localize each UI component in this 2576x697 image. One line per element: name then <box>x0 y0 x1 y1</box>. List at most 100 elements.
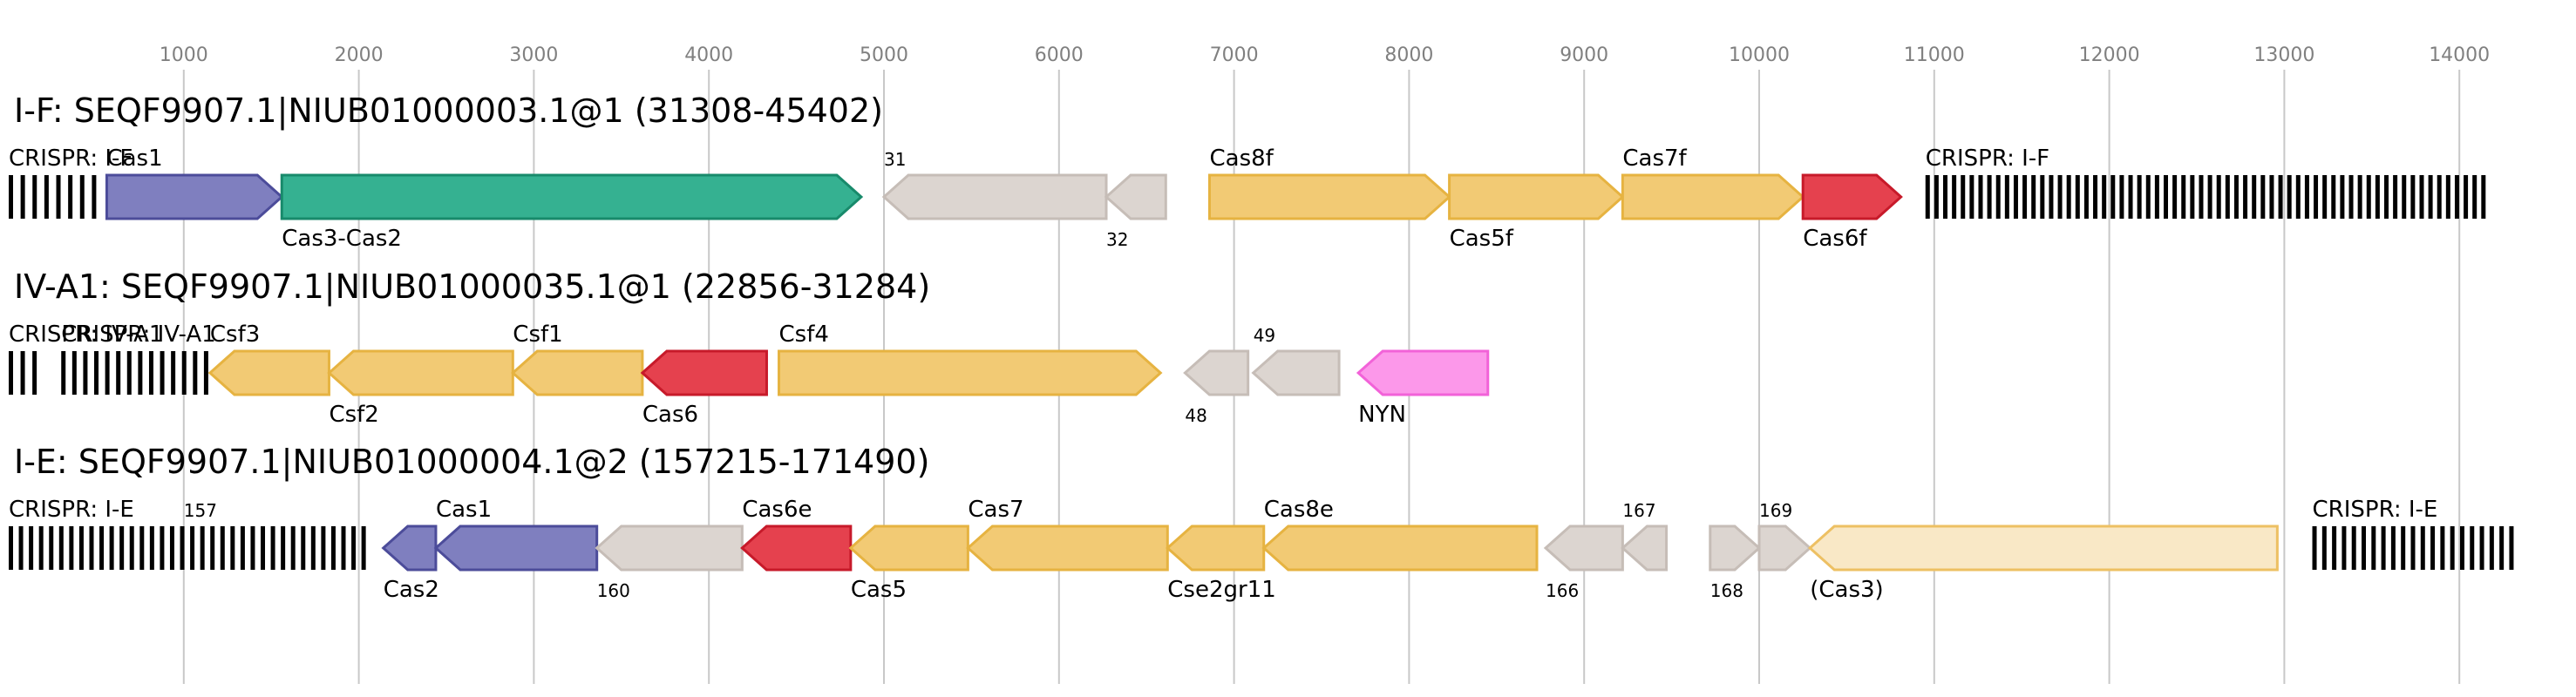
crispr-repeat <box>92 175 97 219</box>
gene-arrow <box>105 173 284 220</box>
gene: 48 <box>1183 349 1250 426</box>
crispr-repeat <box>2472 175 2477 219</box>
crispr-repeat <box>240 526 245 570</box>
crispr-repeat <box>2464 175 2469 219</box>
gene-arrow <box>207 349 330 396</box>
crispr-repeat <box>2128 175 2133 219</box>
crispr-repeat <box>160 526 165 570</box>
crispr-repeat <box>2351 526 2356 570</box>
crispr-repeat <box>2420 526 2425 570</box>
crispr-label: CRISPR: I-F <box>9 145 133 172</box>
crispr-repeat <box>1995 175 2001 219</box>
crispr-repeat <box>2410 526 2416 570</box>
crispr-repeat <box>200 526 205 570</box>
crispr-repeat <box>2110 175 2116 219</box>
crispr-repeat <box>2304 175 2309 219</box>
crispr-repeat <box>126 351 132 395</box>
crispr-repeat <box>149 526 154 570</box>
gene-arrow <box>1807 524 2279 572</box>
crispr-repeat <box>2181 175 2186 219</box>
track-2-title: IV-A1: SEQF9907.1|NIUB01000035.1@1 (2285… <box>14 267 930 307</box>
crispr-repeat <box>2314 175 2319 219</box>
gene-label: Cas6 <box>642 402 698 428</box>
crispr-repeat <box>2137 175 2142 219</box>
crispr-array: CRISPR: I-F <box>1925 145 2486 219</box>
gene: Cas8e <box>1261 497 1539 572</box>
crispr-repeat <box>230 526 235 570</box>
axis-tick-label: 3000 <box>509 44 558 66</box>
axis-tick-label: 14000 <box>2429 44 2490 66</box>
gene: 168 <box>1709 524 1762 601</box>
gene-label: Cas5 <box>851 577 907 603</box>
gene: Cas1 <box>433 497 599 572</box>
crispr-repeat <box>250 526 255 570</box>
gene-arrow <box>1261 524 1539 572</box>
gene: Cas6f <box>1801 173 1903 252</box>
crispr-label: CRISPR: I-E <box>9 497 134 523</box>
crispr-repeat <box>109 526 114 570</box>
gene-arrow <box>1104 173 1167 220</box>
crispr-repeat <box>2322 175 2328 219</box>
crispr-repeat <box>29 526 34 570</box>
gene: Cse2gr11 <box>1166 524 1276 603</box>
crispr-repeat <box>2428 175 2433 219</box>
crispr-repeat <box>2049 175 2054 219</box>
crispr-array: CRISPR: IV-A1 <box>61 321 216 395</box>
axis-tick-label: 9000 <box>1560 44 1608 66</box>
crispr-repeat <box>1987 175 1992 219</box>
gene: 157 <box>184 500 217 521</box>
crispr-repeat <box>171 351 176 395</box>
gene-arrow <box>848 524 969 572</box>
crispr-repeat <box>2145 175 2151 219</box>
crispr-repeat <box>2366 175 2371 219</box>
gene-arrow <box>881 173 1108 220</box>
crispr-repeat <box>193 351 198 395</box>
axis-tick-label: 4000 <box>684 44 733 66</box>
crispr-repeat <box>2479 526 2484 570</box>
gene-arrow <box>595 524 744 572</box>
gene-label: 166 <box>1546 580 1579 601</box>
crispr-repeat <box>2357 175 2362 219</box>
crispr-repeat <box>2075 175 2080 219</box>
crispr-repeat <box>89 526 94 570</box>
crispr-repeat <box>261 526 266 570</box>
gene: Cas7f <box>1621 145 1805 220</box>
crispr-repeat <box>32 351 37 395</box>
crispr-repeat <box>2287 175 2292 219</box>
crispr-repeat <box>341 526 346 570</box>
crispr-repeat <box>139 526 145 570</box>
crispr-repeat <box>2004 175 2009 219</box>
crispr-repeat <box>220 526 225 570</box>
crispr-repeat <box>2031 175 2036 219</box>
gene-label: 31 <box>884 149 906 170</box>
crispr-repeat <box>2102 175 2107 219</box>
crispr-repeat <box>2057 175 2063 219</box>
gene-arrow <box>640 349 768 396</box>
crispr-repeat <box>2340 175 2345 219</box>
gene-arrow <box>1709 524 1762 572</box>
crispr-array: CRISPR: I-E <box>9 497 366 570</box>
axis-tick-label: 2000 <box>335 44 384 66</box>
gene-arrow <box>1543 524 1624 572</box>
crispr-repeat <box>2164 175 2168 219</box>
gene: 166 <box>1543 524 1624 601</box>
gene: Csf1 <box>511 321 644 396</box>
gene-arrow <box>966 524 1169 572</box>
crispr-repeat <box>330 526 336 570</box>
gene-arrow <box>1183 349 1250 396</box>
crispr-repeat <box>2066 175 2071 219</box>
crispr-repeat <box>56 175 61 219</box>
crispr-repeat <box>78 526 84 570</box>
crispr-repeat <box>2419 175 2424 219</box>
crispr-repeat <box>138 351 143 395</box>
crispr-repeat <box>180 526 185 570</box>
crispr-repeat <box>203 351 208 395</box>
crispr-repeat <box>2342 526 2347 570</box>
track-3: I-E: SEQF9907.1|NIUB01000004.1@2 (157215… <box>9 443 2514 603</box>
crispr-repeat <box>2331 175 2336 219</box>
crispr-repeat <box>2216 175 2221 219</box>
crispr-repeat <box>129 526 134 570</box>
gene-label: Cas7 <box>968 497 1023 523</box>
crispr-repeat <box>20 351 25 395</box>
